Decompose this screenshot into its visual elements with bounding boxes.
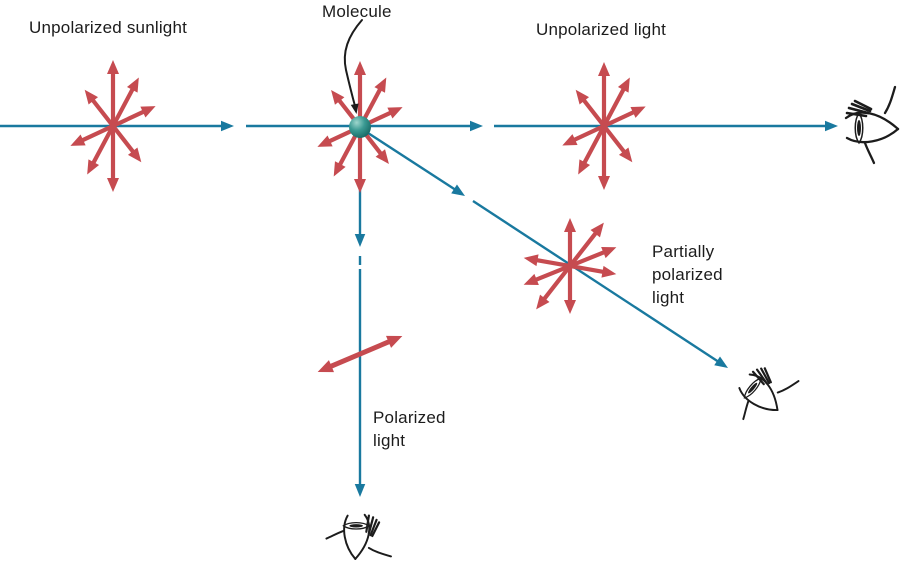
transmitted-ray (494, 120, 838, 132)
label-line: polarized (652, 265, 723, 284)
observer-eye-right-icon (844, 85, 900, 165)
downward-ray-segment-2 (354, 269, 366, 497)
polarized-double-arrow (317, 335, 403, 373)
label-line: Partially (652, 242, 715, 261)
label-line: light (373, 431, 406, 450)
label-polarized-light: Polarized light (373, 406, 446, 452)
scattered-ray-segment-2 (472, 199, 728, 368)
partially-polarized-starburst (523, 218, 617, 314)
label-unpolarized-sunlight: Unpolarized sunlight (29, 18, 188, 37)
scattered-ray-segment-1 (367, 131, 465, 196)
unpolarized-sunlight-starburst (70, 60, 156, 192)
observer-eye-diagonal-icon (738, 367, 800, 421)
label-molecule: Molecule (322, 2, 392, 21)
unpolarized-light-starburst (562, 62, 646, 190)
label-partially-polarized-light: Partially polarized light (652, 240, 723, 309)
label-unpolarized-light: Unpolarized light (536, 20, 667, 39)
label-line: Polarized (373, 408, 446, 427)
molecule-pointer (343, 19, 363, 114)
molecule-dot (349, 116, 371, 138)
label-line: light (652, 288, 685, 307)
observer-eye-bottom-icon (325, 513, 392, 560)
